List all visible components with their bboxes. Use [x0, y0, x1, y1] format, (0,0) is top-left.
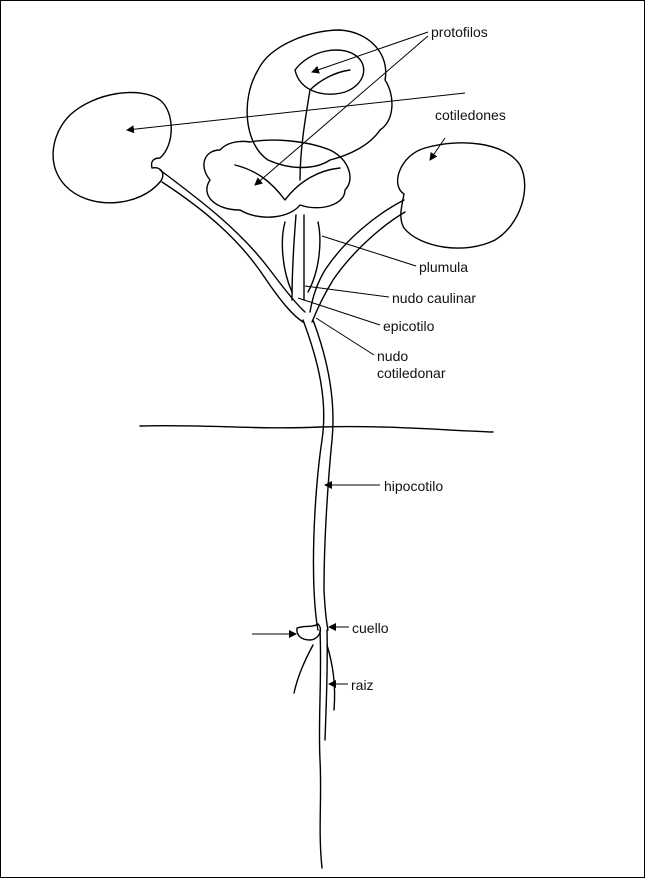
- leader-protofilos-2: [255, 36, 428, 185]
- leader-cotiledones-left: [127, 93, 465, 130]
- leader-plumula: [322, 236, 416, 266]
- label-hipocotilo: hipocotilo: [384, 478, 443, 495]
- side-root-right: [327, 645, 335, 710]
- label-nudo-caulinar: nudo caulinar: [392, 290, 476, 307]
- label-cuello: cuello: [352, 620, 389, 637]
- soil-line: [140, 426, 493, 432]
- label-cotiledones: cotiledones: [435, 107, 506, 124]
- leader-cotiledones-right: [430, 138, 445, 160]
- leader-nudo-caulinar: [305, 286, 389, 297]
- plumule: [282, 222, 320, 292]
- leader-nudo-cotiledonar: [316, 318, 374, 355]
- label-nudo-cotiledonar: nudo cotiledonar: [377, 348, 487, 382]
- label-plumula: plumula: [419, 259, 468, 276]
- hypocotyl: [303, 320, 324, 630]
- protofilo-upper-inner: [295, 50, 364, 94]
- leaf-veins: [235, 70, 350, 200]
- left-petiole-inner: [162, 182, 303, 322]
- label-protofilos: protofilos: [431, 24, 488, 41]
- left-cotyledon: [53, 93, 171, 203]
- main-root: [319, 630, 322, 868]
- label-raiz: raiz: [351, 677, 374, 694]
- leader-protofilos-1: [312, 32, 428, 72]
- left-petiole: [160, 170, 305, 312]
- protofilo-lower: [204, 140, 350, 217]
- hypocotyl-edge: [313, 320, 333, 630]
- label-epicotilo: epicotilo: [383, 318, 434, 335]
- side-root-left: [294, 645, 313, 693]
- epicotyl: [292, 215, 304, 300]
- right-cotyledon: [398, 143, 525, 248]
